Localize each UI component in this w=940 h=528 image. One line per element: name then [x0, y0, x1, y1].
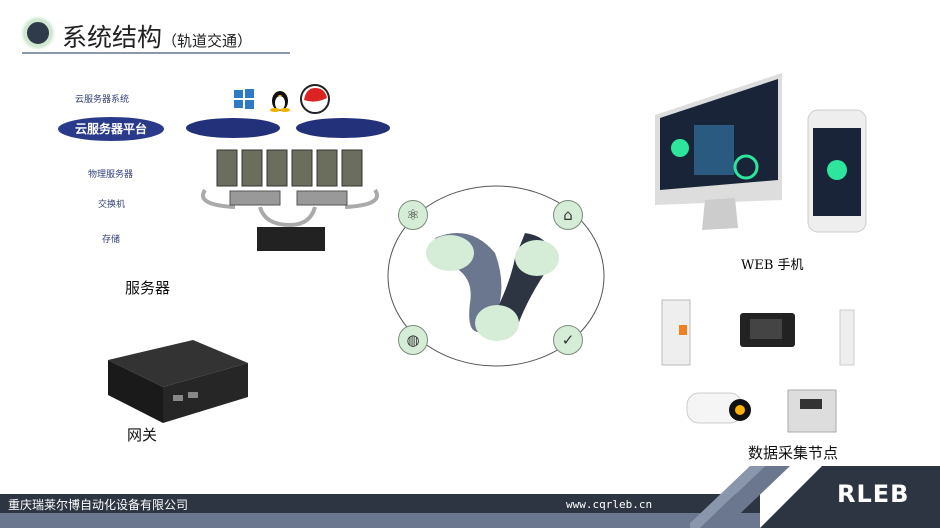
footer-bar: [0, 494, 760, 513]
rleb-logo: RLEB: [837, 480, 910, 508]
windows-icon: [233, 88, 255, 110]
data-collection-devices-image: [661, 299, 855, 433]
atom-icon: ⚛: [398, 200, 428, 230]
footer-slant-graphic: [690, 466, 940, 528]
title-underline: [22, 52, 290, 54]
redhat-icon: [300, 84, 330, 118]
company-name: 重庆瑞莱尔博自动化设备有限公司: [8, 498, 189, 512]
house-icon: ⌂: [553, 200, 583, 230]
os-platform-ellipse: [186, 118, 280, 138]
footer-stripe: [0, 513, 760, 528]
title-bullet-icon: [24, 19, 52, 47]
web-mobile-devices-image: [655, 73, 867, 233]
page-subtitle: （轨道交通）: [162, 32, 253, 50]
page-title: 系统结构（轨道交通）: [62, 18, 252, 54]
center-hub-graphic: [387, 185, 605, 367]
check-icon: ✓: [553, 325, 583, 355]
gateway-device-image: [108, 340, 248, 423]
label-cloud-platform: 云服务器平台: [58, 117, 164, 141]
label-cloud-system: 云服务器系统: [75, 95, 130, 105]
os-platform-ellipse: [296, 118, 390, 138]
caption-data-nodes: 数据采集节点: [748, 444, 839, 462]
label-physical-server: 物理服务器: [88, 170, 134, 180]
server-network-graphic: [201, 149, 379, 251]
title-text: 系统结构: [62, 23, 163, 52]
label-storage: 存储: [102, 235, 121, 245]
label-switch: 交换机: [98, 200, 126, 210]
caption-web-mobile: WEB 手机: [741, 258, 804, 273]
website-link[interactable]: www.cqrleb.cn: [566, 498, 653, 511]
linux-tux-icon: [268, 86, 292, 116]
caption-server: 服务器: [125, 279, 171, 297]
basketball-icon: ◍: [398, 325, 428, 355]
caption-gateway: 网关: [127, 426, 158, 444]
